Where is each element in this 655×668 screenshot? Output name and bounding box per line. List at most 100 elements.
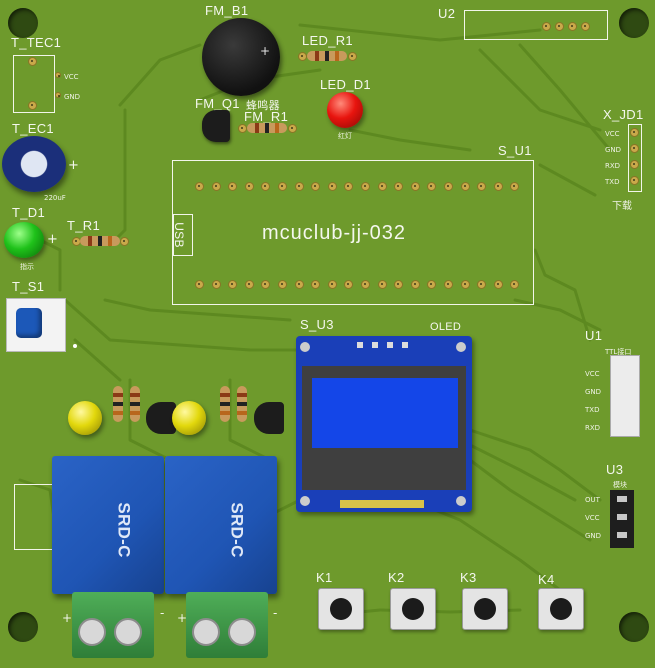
oled-screen <box>312 378 458 448</box>
mcu-pin <box>493 280 503 289</box>
tactile-button-cap[interactable] <box>402 598 424 620</box>
fm-r1-resistor <box>247 123 287 133</box>
mcu-pin <box>427 280 437 289</box>
mcu-pin <box>244 182 254 191</box>
mounting-hole-bottom-left <box>8 612 38 642</box>
terminal-screw[interactable] <box>192 618 220 646</box>
mcu-pin <box>244 280 254 289</box>
terminal-2-minus: - <box>273 606 278 620</box>
tactile-button-cap[interactable] <box>474 598 496 620</box>
terminal-screw[interactable] <box>114 618 142 646</box>
k3-label: K3 <box>460 570 477 585</box>
tactile-button[interactable] <box>462 588 508 630</box>
t-tec1-vcc: VCC <box>64 73 79 81</box>
t-tec1-footprint <box>13 55 55 113</box>
mcu-pin <box>327 182 337 191</box>
mcu-pin <box>361 182 370 191</box>
u1-pin-label: RXD <box>585 424 601 432</box>
t-ec1-label: T_EC1 <box>12 121 54 136</box>
u1-pin-label: VCC <box>585 370 600 378</box>
mcu-pin <box>410 182 420 191</box>
x-jd1-pin <box>630 128 639 137</box>
mcu-pin <box>311 280 321 289</box>
x-jd1-pin-label: VCC <box>605 130 620 138</box>
terminal-screw[interactable] <box>78 618 106 646</box>
x-jd1-pin-label: GND <box>605 146 622 154</box>
mcu-pin <box>460 280 470 289</box>
power-switch-knob[interactable] <box>16 308 42 338</box>
relay-1 <box>52 456 164 594</box>
x-jd1-pin-label: TXD <box>605 178 620 186</box>
led-green <box>4 222 44 258</box>
t-r1-pin <box>120 237 129 246</box>
fm-r1-pin <box>288 124 297 133</box>
oled-screw <box>300 342 310 352</box>
mcu-pin <box>510 182 520 191</box>
tactile-button[interactable] <box>538 588 584 630</box>
u1-pin-label: TXD <box>585 406 600 414</box>
terminal-1-minus: - <box>160 606 165 620</box>
tactile-button-cap[interactable] <box>550 598 572 620</box>
u3-pin-label: OUT <box>585 496 600 504</box>
mcu-pin <box>195 280 204 289</box>
relay2-resistor-a <box>220 386 230 422</box>
tactile-button[interactable] <box>390 588 436 630</box>
relay-output-footprint <box>14 484 54 550</box>
u2-pin <box>555 22 564 31</box>
led-red-tag: 红灯 <box>338 132 352 140</box>
led-red <box>327 92 363 128</box>
u3-pin <box>617 514 627 520</box>
relay1-resistor-a <box>113 386 123 422</box>
x-jd1-pin-label: RXD <box>605 162 621 170</box>
oled-ribbon <box>340 500 424 508</box>
u2-pin <box>581 22 590 31</box>
fm-q1-transistor <box>202 110 230 142</box>
k1-label: K1 <box>316 570 333 585</box>
t-s1-label: T_S1 <box>12 279 45 294</box>
mcu-pin <box>261 182 271 191</box>
t-r1-label: T_R1 <box>67 218 100 233</box>
mcu-pin <box>311 182 321 191</box>
oled-pin <box>372 342 378 348</box>
fm-q1-label: FM_Q1 <box>195 96 240 111</box>
x-jd1-download: 下载 <box>612 201 632 212</box>
tactile-button[interactable] <box>318 588 364 630</box>
t-tec1-gnd-pad <box>55 92 61 98</box>
t-d1-tag: 指示 <box>20 263 34 271</box>
u3-pin <box>617 496 627 502</box>
mcu-pin <box>211 182 221 191</box>
t-tec1-label: T_TEC1 <box>11 35 62 50</box>
led-r1-pin <box>298 52 307 61</box>
relay1-resistor-b <box>130 386 140 422</box>
t-r1-resistor <box>80 236 120 246</box>
mcu-pin <box>361 280 370 289</box>
u3-label: U3 <box>606 462 624 477</box>
k2-label: K2 <box>388 570 405 585</box>
u2-pin <box>568 22 577 31</box>
mcu-pin <box>294 182 304 191</box>
x-jd1-pin <box>630 160 639 169</box>
relay2-resistor-b <box>237 386 247 422</box>
x-jd1-label: X_JD1 <box>603 107 644 122</box>
x-jd1-pin <box>630 144 639 153</box>
oled-pin <box>387 342 393 348</box>
terminal-screw[interactable] <box>228 618 256 646</box>
mcu-pin <box>427 182 437 191</box>
u1-label: U1 <box>585 328 603 343</box>
mcu-pin <box>195 182 204 191</box>
mcu-pin <box>228 182 238 191</box>
mcu-pin <box>327 280 337 289</box>
terminal-1-plus: + <box>62 611 73 625</box>
usb-label: USB <box>171 222 186 248</box>
t-d1-plus: + <box>47 232 58 247</box>
oled-screw <box>456 342 466 352</box>
mcu-pin <box>394 182 404 191</box>
fm-b1-label: FM_B1 <box>205 3 249 18</box>
tactile-button-cap[interactable] <box>330 598 352 620</box>
u3-pin-label: VCC <box>585 514 600 522</box>
t-ec1-plus: + <box>68 158 79 173</box>
oled-screw <box>300 496 310 506</box>
relay1-transistor <box>146 402 176 434</box>
fm-r1-label: FM_R1 <box>244 109 289 124</box>
oled-pin <box>402 342 408 348</box>
